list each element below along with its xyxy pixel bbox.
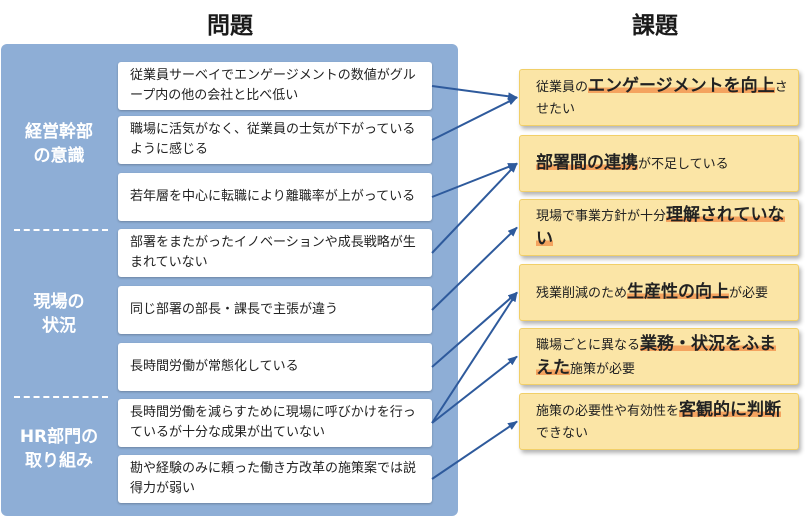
issue-text-part: 施策の必要性や有効性を bbox=[536, 403, 680, 419]
issue-emphasis: 客観的に判断 bbox=[679, 399, 782, 420]
issue-text: 従業員のエンゲージメントを向上させたい bbox=[536, 75, 788, 121]
issue-text-part: 従業員の bbox=[536, 79, 589, 95]
connector-arrow bbox=[431, 226, 518, 311]
issue-text-part: 職場ごとに異なる bbox=[536, 337, 641, 353]
problems-header: 問題 bbox=[207, 13, 253, 39]
issue-emphasis: 生産性の向上 bbox=[627, 281, 730, 302]
issue-text: 施策の必要性や有効性を客観的に判断できない bbox=[536, 399, 788, 445]
issue-text-part: が必要 bbox=[729, 285, 769, 301]
issues-header: 課題 bbox=[632, 13, 678, 39]
problem-text: 職場に活気がなく、従業員の士気が下がっているように感じる bbox=[130, 122, 416, 157]
problem-box: 長時間労働が常態化している bbox=[118, 343, 432, 391]
problem-box: 長時間労働を減らすために現場に呼びかけを行っているが十分な成果が出ていない bbox=[118, 399, 432, 447]
issue-box: 残業削減のため生産性の向上が必要 bbox=[519, 264, 799, 321]
connector-arrow bbox=[431, 96, 518, 141]
problem-text: 同じ部署の部長・課長で主張が違う bbox=[130, 302, 339, 317]
connector-arrow bbox=[431, 85, 518, 101]
issue-text-part: させたい bbox=[536, 79, 788, 117]
problem-text: 若年層を中心に転職により離職率が上がっている bbox=[130, 189, 416, 204]
group-label-executives: 経営幹部 の意識 bbox=[25, 122, 93, 166]
connector-arrow bbox=[431, 355, 518, 424]
issue-box: 部署間の連携が不足している bbox=[519, 135, 799, 192]
issue-text-part: 施策が必要 bbox=[570, 361, 636, 377]
problem-box: 職場に活気がなく、従業員の士気が下がっているように感じる bbox=[118, 116, 432, 164]
issue-text: 部署間の連携が不足している bbox=[536, 152, 729, 176]
problem-text: 部署をまたがったイノベーションや成長戦略が生まれていない bbox=[130, 235, 416, 270]
group-label-hr: HR部門の 取り組み bbox=[19, 427, 99, 471]
group-separator bbox=[14, 396, 108, 398]
problem-text: 勘や経験のみに頼った働き方改革の施策案では説得力が弱い bbox=[130, 461, 417, 496]
problem-text: 従業員サーベイでエンゲージメントの数値がグループ内の他の会社と比べ低い bbox=[130, 68, 416, 103]
issue-text-part: 現場で事業方針が十分 bbox=[536, 208, 667, 224]
problem-box: 同じ部署の部長・課長で主張が違う bbox=[118, 286, 432, 334]
issue-text-part: が不足している bbox=[638, 156, 729, 172]
issue-text-part: できない bbox=[536, 425, 589, 441]
connector-arrow bbox=[431, 291, 518, 424]
connector-arrow bbox=[431, 420, 518, 480]
connector-arrow bbox=[431, 162, 518, 254]
issue-text-part: 残業削減のため bbox=[536, 285, 628, 301]
issue-box: 従業員のエンゲージメントを向上させたい bbox=[519, 69, 799, 126]
problem-text: 長時間労働が常態化している bbox=[130, 359, 299, 374]
issue-emphasis: 部署間の連携 bbox=[536, 152, 638, 173]
problem-box: 部署をまたがったイノベーションや成長戦略が生まれていない bbox=[118, 229, 432, 277]
issue-box: 施策の必要性や有効性を客観的に判断できない bbox=[519, 393, 799, 450]
problem-box: 勘や経験のみに頼った働き方改革の施策案では説得力が弱い bbox=[118, 455, 432, 503]
issue-text: 職場ごとに異なる業務・状況をふまえた施策が必要 bbox=[536, 333, 788, 381]
group-separator bbox=[14, 229, 108, 231]
problem-text: 長時間労働を減らすために現場に呼びかけを行っているが十分な成果が出ていない bbox=[130, 405, 416, 440]
group-label-workplace: 現場の 状況 bbox=[33, 292, 85, 336]
issue-emphasis: 業務・状況を bbox=[640, 333, 743, 354]
issue-box: 現場で事業方針が十分理解されていない bbox=[519, 199, 799, 256]
issue-emphasis: エンゲージメントを向上 bbox=[588, 75, 775, 96]
issue-text: 現場で事業方針が十分理解されていない bbox=[536, 204, 788, 252]
problem-box: 若年層を中心に転職により離職率が上がっている bbox=[118, 173, 432, 221]
issue-box: 職場ごとに異なる業務・状況をふまえた施策が必要 bbox=[519, 328, 799, 385]
connector-arrow bbox=[431, 162, 518, 198]
issue-text: 残業削減のため生産性の向上が必要 bbox=[536, 281, 768, 305]
connector-arrow bbox=[431, 291, 518, 368]
problem-box: 従業員サーベイでエンゲージメントの数値がグループ内の他の会社と比べ低い bbox=[118, 62, 432, 110]
